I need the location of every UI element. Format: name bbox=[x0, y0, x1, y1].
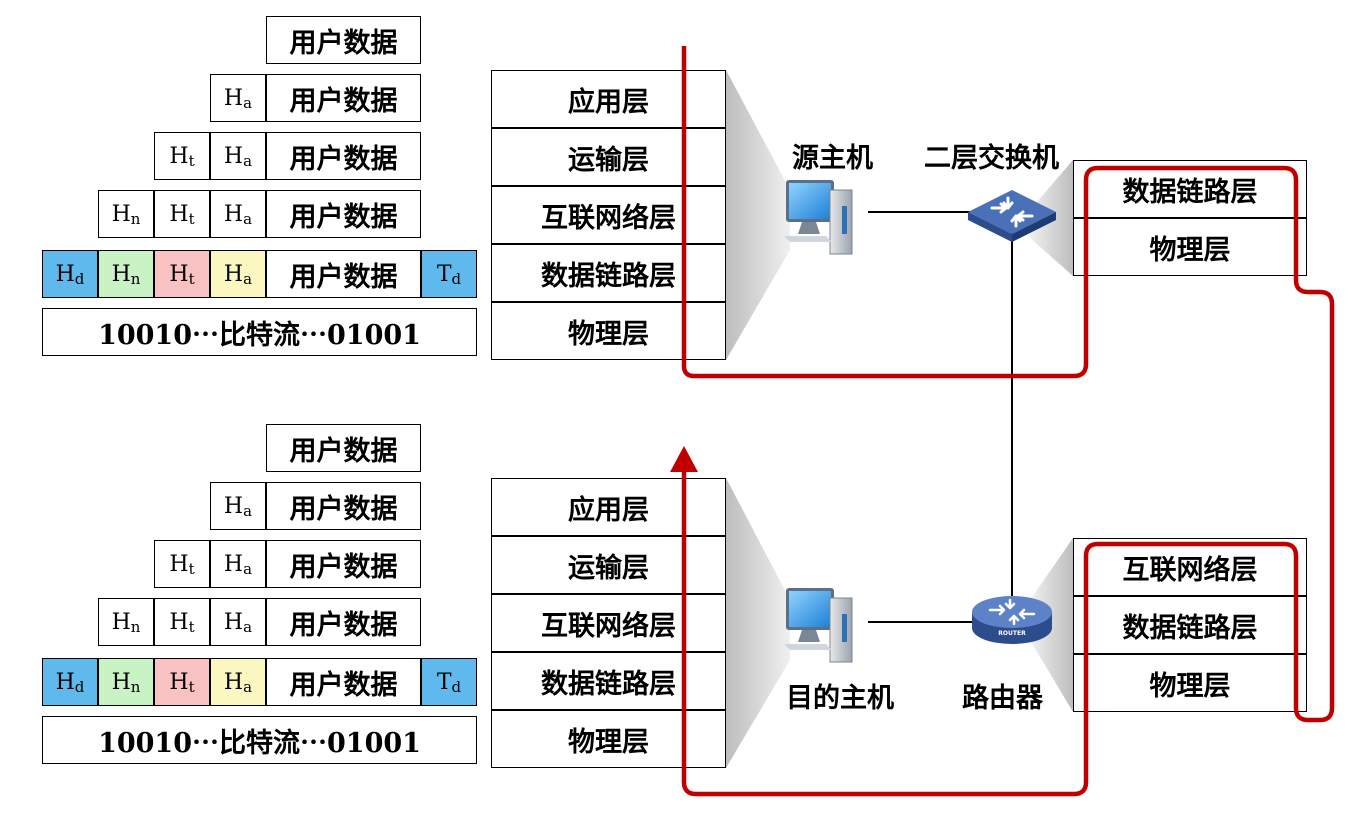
user-data-cell: 用户数据 bbox=[266, 16, 421, 64]
layer-physical: 物理层 bbox=[491, 302, 726, 360]
router-icon-text: ROUTER bbox=[998, 630, 1026, 637]
layer-datalink: 数据链路层 bbox=[1073, 596, 1307, 654]
data-path-arrowhead bbox=[670, 446, 698, 472]
layer-internet: 互联网络层 bbox=[1073, 538, 1307, 596]
bitstream-bar: 10010⋯比特流⋯01001 bbox=[42, 716, 477, 764]
projection-shade-source bbox=[726, 70, 790, 360]
layer-physical: 物理层 bbox=[491, 710, 726, 768]
user-data-cell: 用户数据 bbox=[266, 482, 421, 530]
layer-physical: 物理层 bbox=[1073, 654, 1307, 712]
bitstream-bar: 10010⋯比特流⋯01001 bbox=[42, 308, 477, 356]
layer-datalink: 数据链路层 bbox=[491, 652, 726, 710]
source-host-label: 源主机 bbox=[792, 143, 873, 174]
computer-icon-dest bbox=[784, 588, 853, 663]
user-data-cell: 用户数据 bbox=[266, 250, 421, 298]
layer-application: 应用层 bbox=[491, 70, 726, 128]
computer-icon-source bbox=[784, 180, 853, 255]
projection-shade-dest bbox=[726, 478, 790, 768]
layer-application: 应用层 bbox=[491, 478, 726, 536]
layer-datalink: 数据链路层 bbox=[491, 244, 726, 302]
user-data-cell: 用户数据 bbox=[266, 190, 421, 238]
user-data-cell: 用户数据 bbox=[266, 74, 421, 122]
switch-label: 二层交换机 bbox=[924, 143, 1059, 174]
user-data-cell: 用户数据 bbox=[266, 658, 421, 706]
user-data-cell: 用户数据 bbox=[266, 540, 421, 588]
layer-transport: 运输层 bbox=[491, 536, 726, 594]
layer-internet: 互联网络层 bbox=[491, 186, 726, 244]
data-path-line bbox=[681, 46, 1335, 797]
user-data-cell: 用户数据 bbox=[266, 132, 421, 180]
layer-transport: 运输层 bbox=[491, 128, 726, 186]
switch-icon bbox=[968, 190, 1056, 242]
dest-host-label: 目的主机 bbox=[786, 683, 894, 714]
layer-internet: 互联网络层 bbox=[491, 594, 726, 652]
router-icon: ROUTER bbox=[972, 596, 1052, 644]
router-label: 路由器 bbox=[962, 683, 1043, 714]
layer-physical: 物理层 bbox=[1073, 218, 1307, 276]
user-data-cell: 用户数据 bbox=[266, 598, 421, 646]
user-data-cell: 用户数据 bbox=[266, 424, 421, 472]
